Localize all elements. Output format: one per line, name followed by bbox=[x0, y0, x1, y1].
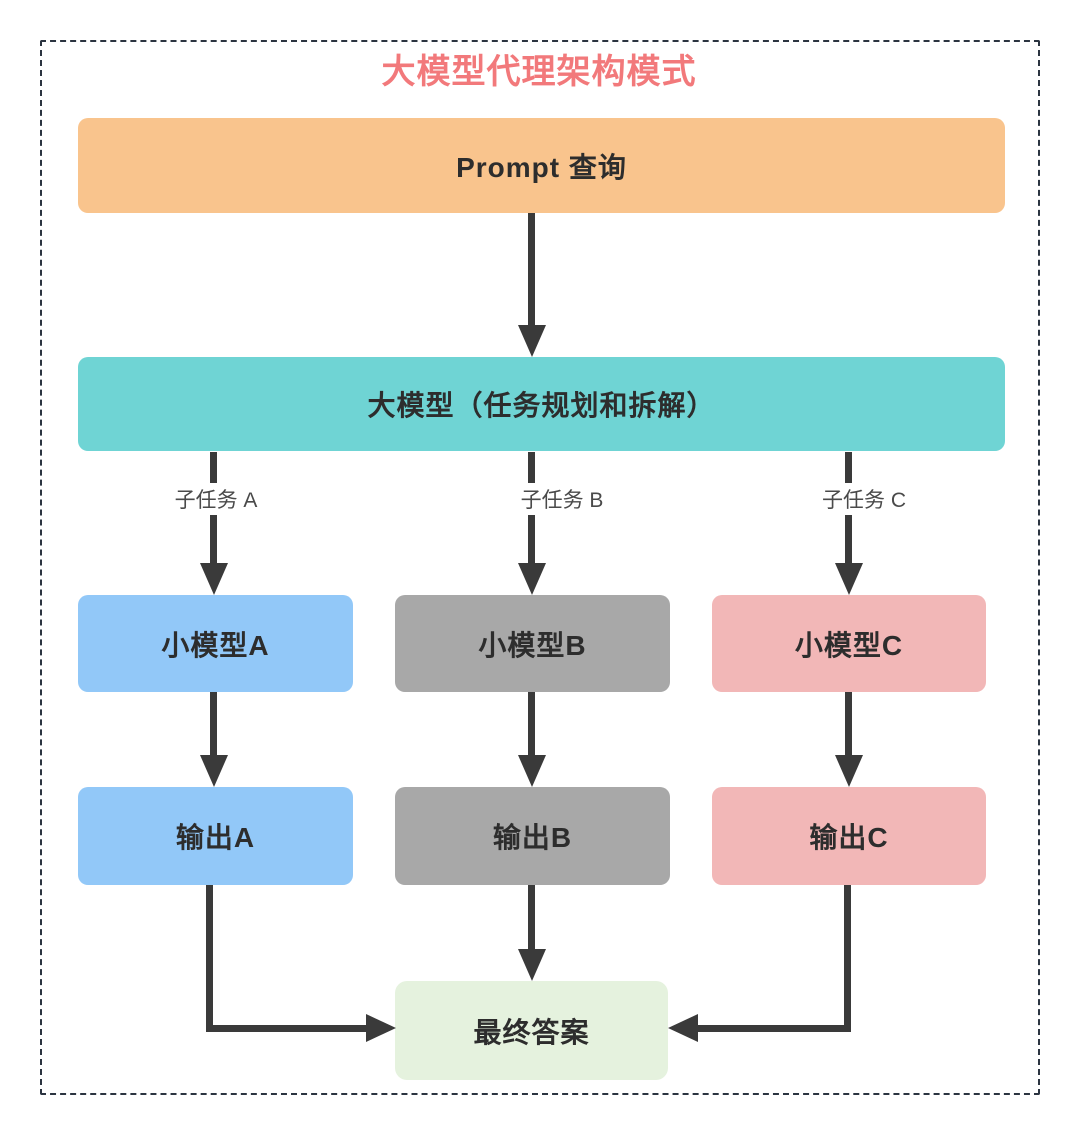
arrow-head-left-icon bbox=[668, 1014, 698, 1042]
node-small-model-b: 小模型B bbox=[395, 595, 670, 692]
arrow-line bbox=[528, 692, 535, 755]
arrow-head-right-icon bbox=[366, 1014, 396, 1042]
arrow-head-down-icon bbox=[200, 755, 228, 787]
arrow-line bbox=[210, 692, 217, 755]
node-output-c: 输出C bbox=[712, 787, 986, 885]
arrow-head-down-icon bbox=[518, 755, 546, 787]
arrow-line bbox=[697, 1025, 851, 1032]
node-prompt-query: Prompt 查询 bbox=[78, 118, 1005, 213]
edge-label-subtask-a: 子任务 A bbox=[168, 483, 264, 515]
edge-label-subtask-c: 子任务 C bbox=[816, 483, 912, 515]
arrow-line bbox=[528, 885, 535, 949]
arrow-line bbox=[528, 213, 535, 327]
arrow-head-down-icon bbox=[518, 563, 546, 595]
dashed-border-frame bbox=[40, 40, 1040, 1095]
node-final-answer: 最终答案 bbox=[395, 981, 668, 1080]
node-large-model-planner: 大模型（任务规划和拆解） bbox=[78, 357, 1005, 451]
arrow-head-down-icon bbox=[835, 755, 863, 787]
arrow-head-down-icon bbox=[518, 949, 546, 981]
edge-label-subtask-b: 子任务 B bbox=[514, 483, 610, 515]
arrow-line bbox=[206, 1025, 367, 1032]
arrow-line bbox=[845, 692, 852, 755]
node-output-b: 输出B bbox=[395, 787, 670, 885]
arrow-head-down-icon bbox=[200, 563, 228, 595]
node-output-a: 输出A bbox=[78, 787, 353, 885]
arrow-line bbox=[844, 885, 851, 1032]
node-small-model-c: 小模型C bbox=[712, 595, 986, 692]
arrow-line bbox=[206, 885, 213, 1032]
arrow-head-down-icon bbox=[835, 563, 863, 595]
diagram-title: 大模型代理架构模式 bbox=[381, 53, 697, 91]
node-small-model-a: 小模型A bbox=[78, 595, 353, 692]
arrow-head-down-icon bbox=[518, 325, 546, 357]
